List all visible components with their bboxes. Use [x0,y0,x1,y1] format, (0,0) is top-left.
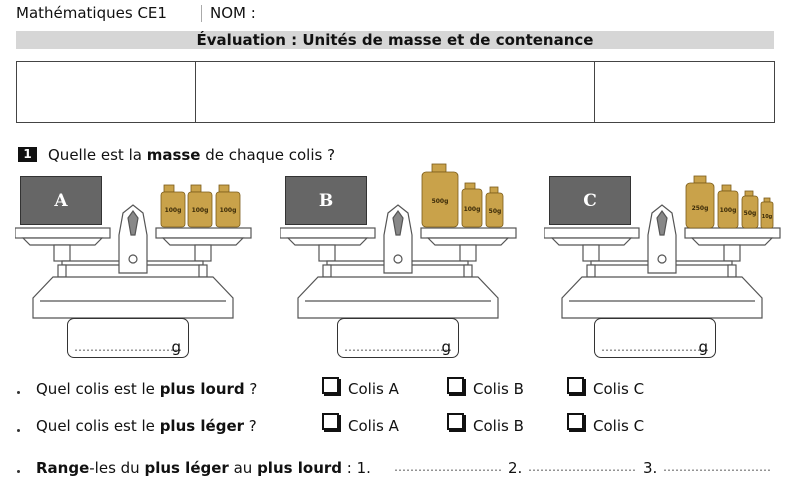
weight-label: 100g [165,207,182,214]
balance-scale-icon [544,204,781,319]
package-a: A [20,176,102,225]
bullet [17,429,20,432]
page-title: Évaluation : Unités de masse et de conte… [16,31,774,49]
weights-b-icon: 500g 100g 50g [421,163,504,228]
weight-label: 10g [762,214,773,220]
balance-scale-icon [15,204,252,319]
package-c: C [549,176,631,225]
checkbox-heaviest-a[interactable] [322,377,339,394]
question-number-badge: 1 [18,147,37,162]
weight-label: 50g [489,208,502,215]
weight-label: 100g [192,207,209,214]
subject-label: Mathématiques CE1 [16,4,167,22]
heaviest-question: Quel colis est le plus lourd ? [36,380,258,398]
bullet [17,470,20,473]
answer-field-c[interactable]: ……………………… g [594,318,716,358]
grading-divider-1 [195,61,196,123]
answer-dots: ……………………… [601,340,709,354]
answer-field-a[interactable]: ……………………… g [67,318,189,358]
ranking-slot-3: 3. [643,459,658,477]
weight-label: 500g [432,198,449,205]
checkbox-lightest-b[interactable] [447,413,464,430]
answer-unit: g [171,338,181,356]
bullet [17,391,20,394]
answer-unit: g [441,338,451,356]
answer-field-b[interactable]: ……………………… g [337,318,459,358]
option-label: Colis C [593,380,645,398]
answer-dots: ……………………… [74,340,182,354]
scale-c: C 250g 100g 50g 10g ……………………… g [544,173,789,363]
ranking-slot-2: 2. [508,459,523,477]
weight-label: 100g [720,207,737,214]
package-b: B [285,176,367,225]
answer-dots: ……………………… [344,340,452,354]
option-label: Colis B [473,380,524,398]
weight-label: 250g [692,205,709,212]
option-label: Colis B [473,417,524,435]
checkbox-lightest-c[interactable] [567,413,584,430]
weight-label: 100g [464,206,481,213]
weights-a-icon: 100g 100g 100g [160,184,241,228]
option-label: Colis A [348,417,399,435]
checkbox-heaviest-c[interactable] [567,377,584,394]
scale-a: A 100g 100g 100g ……………………… g [15,173,260,363]
checkbox-lightest-a[interactable] [322,413,339,430]
grading-box [16,61,775,123]
weights-c-icon: 250g 100g 50g 10g [685,175,774,229]
question-1-text: Quelle est la masse de chaque colis ? [48,146,336,164]
option-label: Colis C [593,417,645,435]
answer-unit: g [698,338,708,356]
option-label: Colis A [348,380,399,398]
checkbox-heaviest-b[interactable] [447,377,464,394]
name-label: NOM : [210,4,256,22]
header-separator [201,5,202,22]
ranking-answer-3[interactable]: ……………………… [663,460,771,474]
balance-scale-icon [280,204,517,319]
weight-label: 50g [744,210,757,217]
ranking-answer-1[interactable]: ……………………… [394,460,502,474]
grading-divider-2 [594,61,595,123]
weight-label: 100g [220,207,237,214]
ranking-question: Range-les du plus léger au plus lourd : … [36,459,371,477]
lightest-question: Quel colis est le plus léger ? [36,417,257,435]
scale-b: B 500g 100g 50g ……………………… g [280,163,525,363]
ranking-answer-2[interactable]: ……………………… [528,460,636,474]
